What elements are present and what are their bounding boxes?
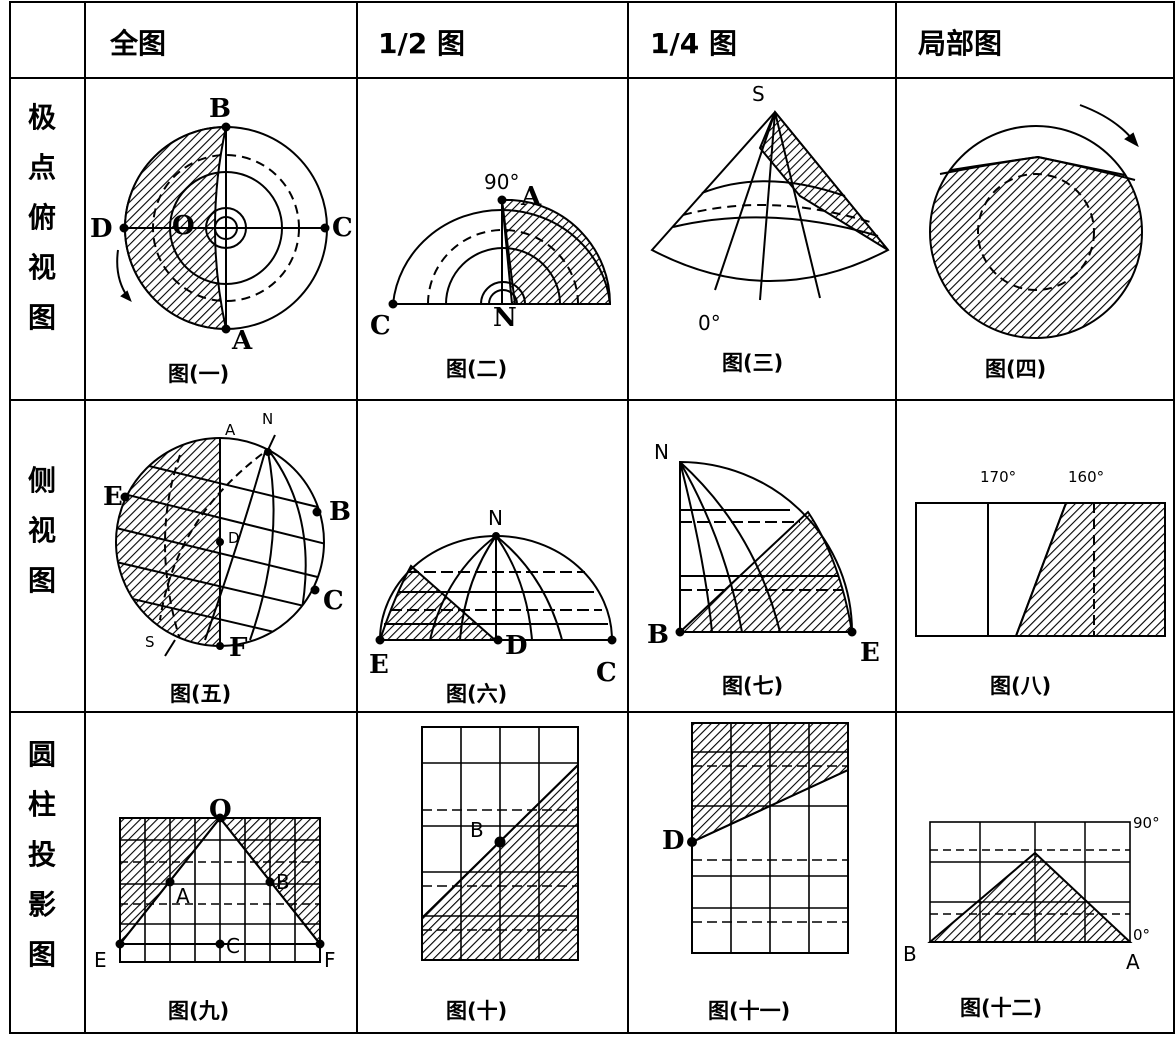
header-full: 全图 xyxy=(110,22,166,62)
caption-fig1: 图(一) xyxy=(168,358,229,388)
row-label-side: 侧视图 xyxy=(22,456,62,606)
fig2-label-90: 90° xyxy=(484,172,519,192)
fig1-label-a: A xyxy=(232,328,252,354)
fig9-label-f: F xyxy=(324,950,336,970)
fig5-label-f: F xyxy=(229,635,247,661)
fig5-label-b: B xyxy=(329,499,351,525)
fig6-label-n: N xyxy=(488,508,503,528)
figure-2 xyxy=(390,197,611,308)
caption-fig10: 图(十) xyxy=(446,995,507,1025)
figure-4 xyxy=(920,105,1150,345)
fig12-label-0: 0° xyxy=(1133,928,1150,943)
fig12-label-b: B xyxy=(903,944,917,964)
caption-fig3: 图(三) xyxy=(722,347,783,377)
fig12-label-a: A xyxy=(1126,952,1140,972)
fig9-label-a: A xyxy=(176,886,190,906)
header-half: 1/2 图 xyxy=(378,22,465,62)
fig7-label-b: B xyxy=(647,622,669,648)
fig9-label-b: B xyxy=(276,872,290,892)
fig7-label-n: N xyxy=(654,442,669,462)
fig2-label-a: A xyxy=(521,184,541,210)
figure-12 xyxy=(930,822,1130,942)
fig12-label-90: 90° xyxy=(1133,816,1160,831)
fig5-label-a: A xyxy=(225,423,235,438)
fig11-label-d: D xyxy=(662,828,685,854)
figure-7 xyxy=(677,462,856,636)
figure-10 xyxy=(422,727,578,960)
fig8-label-160: 160° xyxy=(1068,470,1104,485)
caption-fig4: 图(四) xyxy=(985,353,1046,383)
caption-fig8: 图(八) xyxy=(990,670,1051,700)
fig6-label-d: D xyxy=(505,633,528,659)
figure-5 xyxy=(100,432,330,656)
fig3-label-0: 0° xyxy=(698,313,721,333)
caption-fig7: 图(七) xyxy=(722,670,783,700)
caption-fig12: 图(十二) xyxy=(960,992,1042,1022)
fig2-label-n: N xyxy=(493,305,517,331)
figure-11 xyxy=(688,723,848,953)
fig8-label-170: 170° xyxy=(980,470,1016,485)
header-quarter: 1/4 图 xyxy=(650,22,737,62)
fig7-label-e: E xyxy=(860,640,880,666)
fig9-label-o: O xyxy=(209,797,232,823)
fig9-label-e: E xyxy=(94,950,107,970)
figure-8 xyxy=(916,503,1165,636)
fig1-label-o: O xyxy=(172,213,195,239)
fig6-label-c: C xyxy=(596,660,617,686)
fig5-label-e: E xyxy=(103,484,123,510)
fig5-label-c: C xyxy=(323,588,344,614)
fig5-label-n: N xyxy=(262,412,273,427)
fig3-label-s: S xyxy=(752,84,765,104)
fig5-label-d: D xyxy=(228,531,240,546)
fig1-label-d: D xyxy=(90,216,113,242)
row-label-polar: 极点俯视图 xyxy=(22,93,62,343)
row-label-cylinder: 圆柱投影图 xyxy=(22,730,62,980)
fig10-label-b: B xyxy=(470,820,484,840)
fig1-label-b: B xyxy=(209,96,231,122)
caption-fig5: 图(五) xyxy=(170,678,231,708)
caption-fig9: 图(九) xyxy=(168,995,229,1025)
caption-fig2: 图(二) xyxy=(446,353,507,383)
fig5-label-s: S xyxy=(145,635,155,650)
header-partial: 局部图 xyxy=(918,22,1002,62)
fig1-label-c: C xyxy=(332,215,353,241)
figure-6 xyxy=(377,533,616,644)
fig2-label-c: C xyxy=(370,313,391,339)
figure-9 xyxy=(117,815,324,963)
caption-fig11: 图(十一) xyxy=(708,995,790,1025)
fig6-label-e: E xyxy=(369,652,389,678)
caption-fig6: 图(六) xyxy=(446,678,507,708)
figure-3 xyxy=(652,112,888,300)
figure-1 xyxy=(117,124,328,333)
fig9-label-c: C xyxy=(226,936,240,956)
